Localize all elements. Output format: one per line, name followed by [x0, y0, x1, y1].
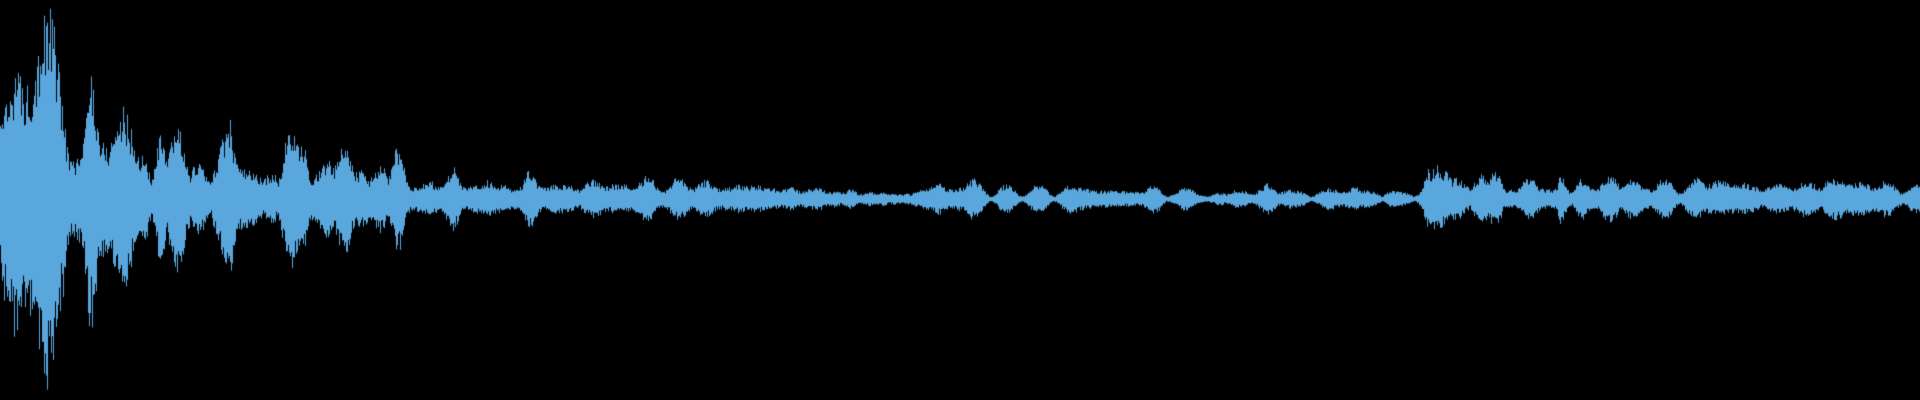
audio-waveform-canvas[interactable]: [0, 0, 1920, 400]
waveform-panel: [0, 0, 1920, 400]
